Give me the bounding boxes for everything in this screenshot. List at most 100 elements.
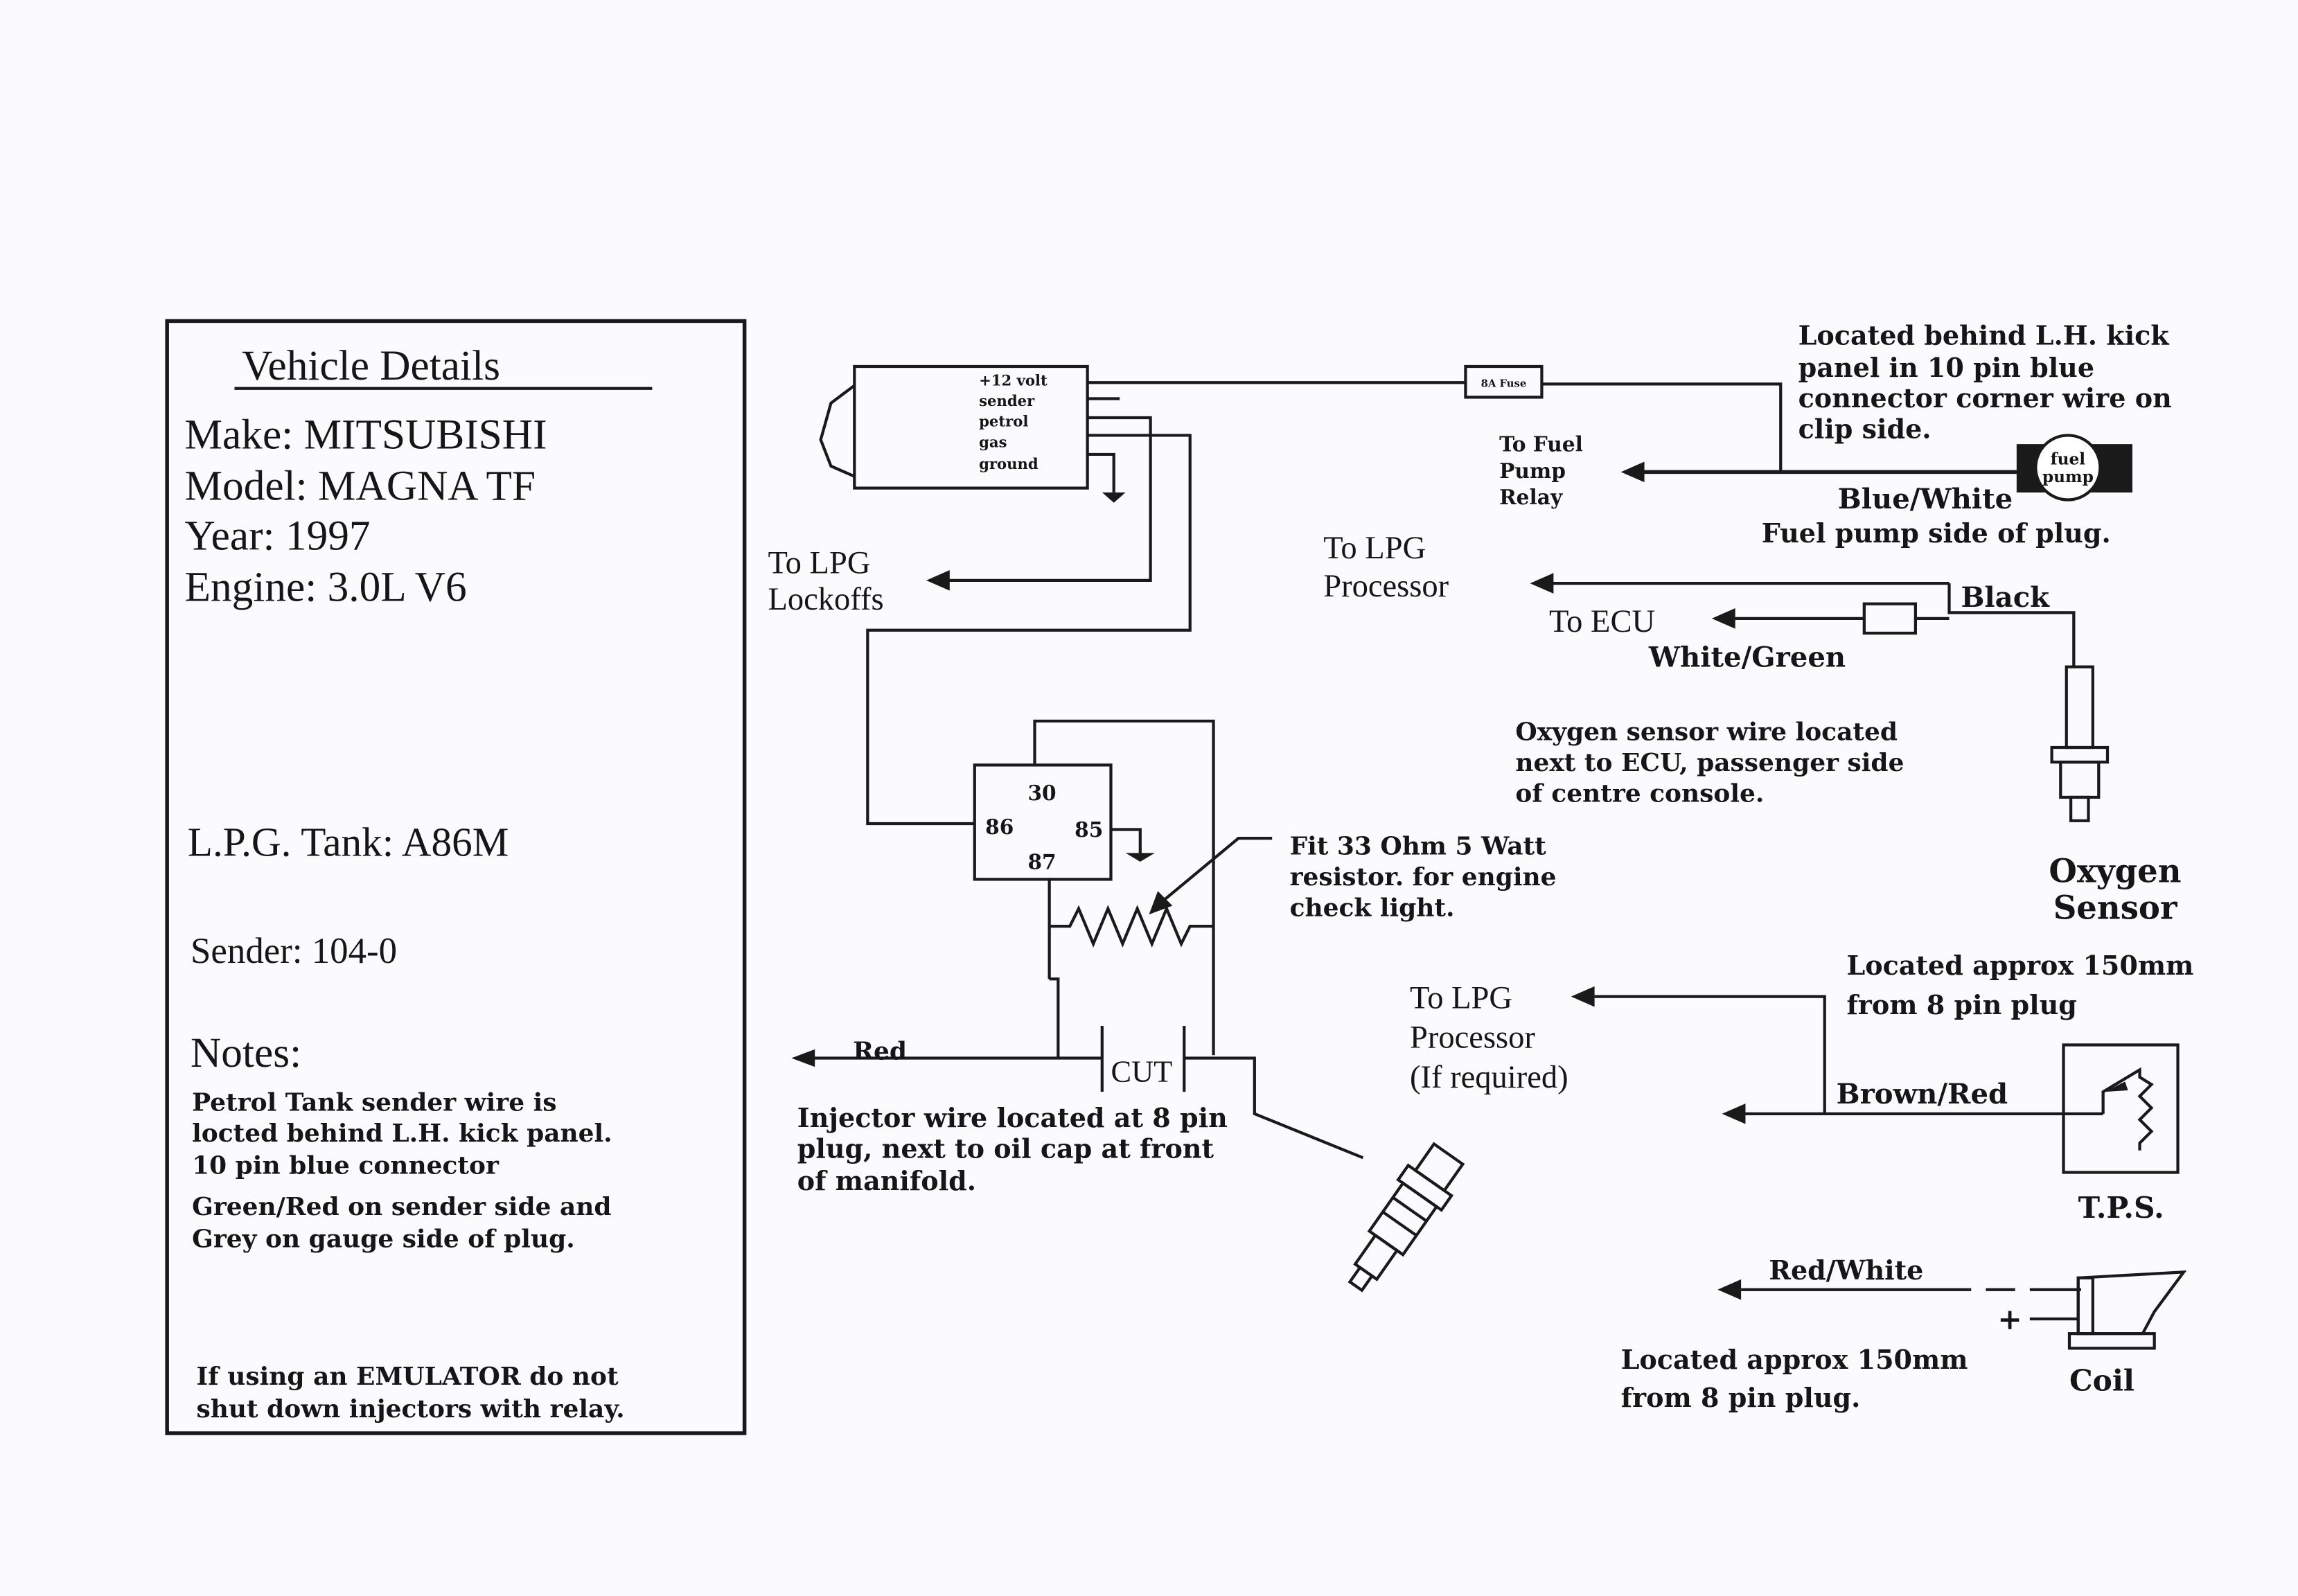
fuse-icon	[1464, 364, 1544, 399]
resistor-icon	[1049, 905, 1214, 948]
year: Year: 1997	[185, 512, 371, 559]
relay-pin-85: 85	[1075, 817, 1103, 842]
lpg-processor-label: (If required)	[1410, 1060, 1568, 1095]
ground-icon	[1102, 492, 1126, 503]
arrow-icon	[1530, 573, 1554, 594]
oxygen-sensor-circuit: To LPG Processor Black To ECU White/Gree…	[1323, 531, 2181, 926]
lpg-tank: L.P.G. Tank: A86M	[188, 819, 509, 865]
ecu-label: To ECU	[1549, 604, 1655, 639]
fuel-pump-relay-label: To Fuel	[1499, 432, 1583, 456]
fuel-pump-location-note: panel in 10 pin blue	[1798, 352, 2094, 383]
ten-pin-connector: +12 volt sender petrol gas ground	[819, 364, 1126, 503]
svg-text:fuel: fuel	[2051, 450, 2086, 469]
oxygen-sensor-label: Sensor	[2053, 889, 2177, 927]
oxygen-note: Oxygen sensor wire located	[1515, 717, 1898, 746]
wire-color-black: Black	[1961, 581, 2050, 614]
injector-note: plug, next to oil cap at front	[797, 1133, 1214, 1164]
arrow-icon	[1149, 891, 1173, 915]
svg-text:pump: pump	[2042, 468, 2094, 486]
wire-color-brown-red: Brown/Red	[1837, 1078, 2008, 1110]
wire-color-blue-white: Blue/White	[1838, 483, 2013, 515]
resistor-note: resistor. for engine	[1290, 862, 1557, 892]
arrow-icon	[1717, 1279, 1742, 1300]
lockoffs-label: Lockoffs	[768, 582, 883, 617]
pin-label: gas	[979, 433, 1007, 450]
note-line: Grey on gauge side of plug.	[192, 1224, 575, 1253]
resistor-note: Fit 33 Ohm 5 Watt	[1290, 831, 1547, 860]
fuel-pump-location-note: Located behind L.H. kick	[1798, 319, 2171, 351]
connector-plug-icon	[819, 384, 856, 478]
wire-color-red-white: Red/White	[1769, 1254, 1923, 1286]
oxygen-note: of centre console.	[1515, 779, 1764, 808]
details-title: Vehicle Details	[242, 342, 500, 389]
arrow-icon	[1722, 1103, 1746, 1124]
tps-label: T.P.S.	[2078, 1190, 2164, 1225]
oxygen-sensor-icon	[2050, 665, 2110, 822]
model: Model: MAGNA TF	[185, 463, 536, 510]
coil-icon	[2067, 1270, 2187, 1350]
wire-color-white-green: White/Green	[1648, 641, 1846, 674]
oxygen-sensor-label: Oxygen	[2049, 852, 2181, 890]
fuel-pump-relay-label: Pump	[1499, 459, 1566, 483]
tps-icon	[2062, 1043, 2180, 1174]
pin-label: petrol	[979, 413, 1028, 430]
tps-note: from 8 pin plug	[1846, 989, 2076, 1020]
fuel-pump-plug-note: Fuel pump side of plug.	[1762, 517, 2111, 549]
make: Make: MITSUBISHI	[185, 411, 547, 458]
lpg-processor-label: Processor	[1410, 1020, 1535, 1056]
details-box-border	[165, 319, 747, 1435]
arrow-icon	[1711, 608, 1735, 629]
cut-label: CUT	[1111, 1054, 1172, 1088]
coil-label: Coil	[2069, 1363, 2135, 1398]
fuel-pump-location-note: clip side.	[1798, 414, 1932, 445]
injector-circuit: Red CUT Injector wire located at 8 pin p…	[791, 977, 1465, 1293]
tps-circuit: To LPG Processor (If required) Located a…	[1410, 950, 2193, 1225]
relay-pin-86: 86	[985, 815, 1014, 839]
engine: Engine: 3.0L V6	[185, 563, 467, 610]
wire-color-red: Red	[853, 1037, 907, 1066]
fuel-pump-icon: fuel pump	[2016, 434, 2132, 502]
arrow-icon	[791, 1049, 815, 1067]
note-line: Petrol Tank sender wire is	[192, 1088, 556, 1117]
fuse-label: 8A Fuse	[1481, 378, 1527, 390]
resistor-note: check light.	[1290, 893, 1455, 922]
vehicle-details-panel: Vehicle Details Make: MITSUBISHI Model: …	[165, 319, 747, 1435]
notes-heading: Notes:	[191, 1029, 301, 1076]
injector-note: of manifold.	[797, 1165, 976, 1196]
tps-note: Located approx 150mm	[1846, 950, 2193, 981]
inline-resistor-icon	[1862, 602, 1917, 635]
injector-icon	[1347, 1142, 1465, 1293]
positive-terminal-label: +	[1997, 1302, 2022, 1336]
arrow-icon	[1620, 461, 1645, 483]
oxygen-note: next to ECU, passenger side	[1515, 748, 1904, 777]
lpg-processor-label: To LPG	[1410, 981, 1512, 1016]
lpg-processor-label: Processor	[1323, 569, 1449, 604]
note-line: 10 pin blue connector	[192, 1151, 500, 1180]
note-line: locted behind L.H. kick panel.	[192, 1119, 612, 1148]
pin-label: ground	[979, 455, 1038, 472]
emulator-note: If using an EMULATOR do not	[196, 1362, 619, 1391]
coil-note: from 8 pin plug.	[1621, 1382, 1861, 1413]
relay-box	[973, 763, 1113, 881]
lpg-processor-label: To LPG	[1323, 531, 1426, 566]
injector-note: Injector wire located at 8 pin	[797, 1102, 1228, 1133]
emulator-note: shut down injectors with relay.	[196, 1394, 624, 1424]
note-line: Green/Red on sender side and	[192, 1192, 611, 1221]
fuel-pump-circuit: 8A Fuse To Fuel Pump Relay fuel pump Loc…	[1087, 319, 2172, 549]
fuel-pump-relay-label: Relay	[1499, 485, 1563, 509]
pin-label: sender	[979, 392, 1035, 409]
relay-pin-87: 87	[1027, 850, 1056, 874]
relay: 30 86 85 87 Fit 33 Ohm 5 Watt resistor. …	[973, 719, 1557, 1056]
fuel-pump-location-note: connector corner wire on	[1798, 382, 2172, 414]
relay-pin-30: 30	[1027, 781, 1056, 805]
sender: Sender: 104-0	[191, 931, 397, 971]
lockoff-circuit: To LPG Lockoffs	[768, 416, 1192, 826]
arrow-icon	[926, 570, 950, 591]
arrow-icon	[1571, 986, 1595, 1007]
ground-icon	[1125, 853, 1155, 862]
coil-circuit: Red/White + Coil Located approx 150mm fr…	[1621, 1254, 2187, 1413]
pin-label: +12 volt	[979, 372, 1048, 389]
coil-note: Located approx 150mm	[1621, 1344, 1968, 1375]
lockoffs-label: To LPG	[768, 545, 870, 580]
